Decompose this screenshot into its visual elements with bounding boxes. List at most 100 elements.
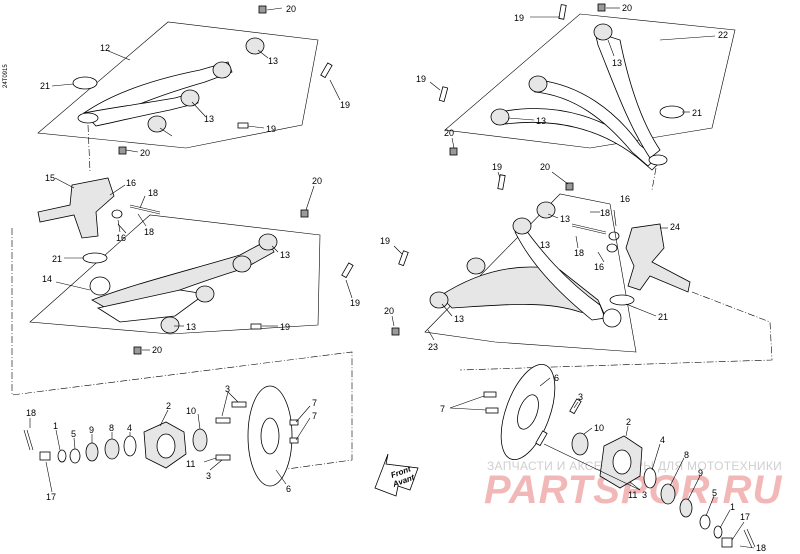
callout-22: 22 [718,30,728,40]
bolt-19-b [237,122,249,129]
callout-20: 20 [622,3,632,13]
callout-19: 19 [280,322,290,332]
upper-ball-joint-right [648,154,668,166]
brake-disc-center-a [260,417,280,455]
callout-19: 19 [492,162,502,172]
callout-1: 1 [730,502,735,512]
retaining-ring-21-a [72,76,98,90]
nut-20-b [118,146,127,155]
callout-20: 20 [540,162,550,172]
bolt-3-a [215,417,231,424]
bolt-19-a [320,62,333,79]
callout-13: 13 [204,114,214,124]
washer-1-a [57,449,67,463]
right-upper-a-arm-group [438,3,736,191]
brake-disc-center-b [517,394,539,430]
nut-16-a [111,209,123,219]
hub-bore-b [612,449,632,475]
bushing-13-n [466,257,486,275]
castle-nut-17-b [721,537,733,548]
callout-20: 20 [312,176,322,186]
left-upper-arm-frame [37,21,319,149]
bushing-13-l [536,201,556,219]
callout-21: 21 [692,108,702,118]
left-hub-group [23,385,299,487]
bearing-8-a [104,438,120,460]
steering-knuckle-24 [625,223,691,293]
callout-2: 2 [166,401,171,411]
bolt-3-b [231,401,247,408]
bearing-10-b [571,432,589,456]
callout-18: 18 [756,543,766,553]
callout-24: 24 [670,222,680,232]
nut-5-b [699,514,711,530]
callout-13: 13 [454,314,464,324]
callout-4: 4 [127,423,132,433]
callout-17: 17 [740,512,750,522]
callout-11: 11 [628,490,637,500]
callout-3: 3 [578,392,583,402]
bolt-7-d [485,407,499,414]
front-arrow-shape [374,453,419,497]
callout-21: 21 [658,312,668,322]
callout-13: 13 [560,214,570,224]
callout-6: 6 [554,373,559,383]
bolt-7-a [289,419,299,426]
callout-19: 19 [266,124,276,134]
nut-16-d [606,243,618,253]
callout-19: 19 [380,236,390,246]
callout-18: 18 [600,208,610,218]
bolt-19-d [250,323,262,330]
callout-16: 16 [594,262,604,272]
callout-15: 15 [45,173,55,183]
callout-20: 20 [152,345,162,355]
upper-ball-joint-left [77,112,99,124]
bushing-13-h [160,316,180,334]
callout-3: 3 [642,490,647,500]
callout-7: 7 [440,404,445,414]
right-knuckle-group [459,223,773,371]
bushing-13-o [429,291,449,309]
callout-11: 11 [186,459,195,469]
bushing-13-i [593,23,613,41]
callout-18: 18 [148,188,158,198]
ring-4-b [643,467,657,489]
callout-8: 8 [109,423,114,433]
callout-20: 20 [140,148,150,158]
callout-8: 8 [684,450,689,460]
nut-20-a [258,5,267,14]
callout-7: 7 [312,398,317,408]
callout-13: 13 [268,56,278,66]
callout-21: 21 [40,81,50,91]
nut-16-c [608,231,620,241]
nut-20-d [133,346,142,355]
callout-6: 6 [286,484,291,494]
bolt-19-c [341,262,354,279]
callout-19: 19 [350,298,360,308]
callout-3: 3 [225,384,230,394]
callout-10: 10 [594,423,604,433]
callout-13: 13 [186,322,196,332]
bushing-13-c [180,89,200,107]
callout-20: 20 [384,306,394,316]
retaining-ring-21-b [82,252,108,264]
right-hub-group [483,364,756,549]
leader-lines [29,7,755,549]
bolt-7-b [289,437,299,444]
seal-9-b [679,498,693,518]
bolt-19-h [398,250,409,267]
bushing-13-d [147,115,167,133]
callout-4: 4 [660,435,665,445]
bushing-13-k [490,108,510,126]
nut-20-g [565,182,574,191]
nut-20-h [391,327,400,336]
nut-20-e [597,3,606,12]
bushing-13-j [528,75,548,93]
callout-12: 12 [100,43,110,53]
callout-5: 5 [71,429,76,439]
left-knuckle-group [37,177,161,239]
bolt-19-g [497,174,506,190]
front-direction-arrow: Front Avant [374,453,419,497]
washer-1-b [713,525,723,539]
